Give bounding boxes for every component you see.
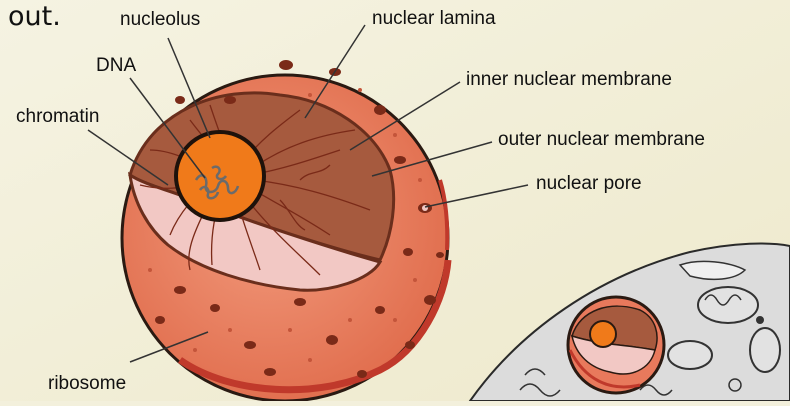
label-outer-nuclear-membrane: outer nuclear membrane: [498, 130, 705, 149]
label-chromatin: chromatin: [16, 107, 99, 126]
mitochondrion: [698, 287, 758, 323]
cut-off-text-fragment: out.: [8, 3, 61, 30]
label-nucleolus: nucleolus: [120, 10, 200, 29]
label-ribosome: ribosome: [48, 374, 126, 393]
label-inner-nuclear-membrane: inner nuclear membrane: [466, 70, 672, 89]
label-nuclear-lamina: nuclear lamina: [372, 9, 496, 28]
label-dna: DNA: [96, 56, 136, 75]
label-nuclear-pore: nuclear pore: [536, 174, 642, 193]
nucleolus: [176, 132, 264, 220]
